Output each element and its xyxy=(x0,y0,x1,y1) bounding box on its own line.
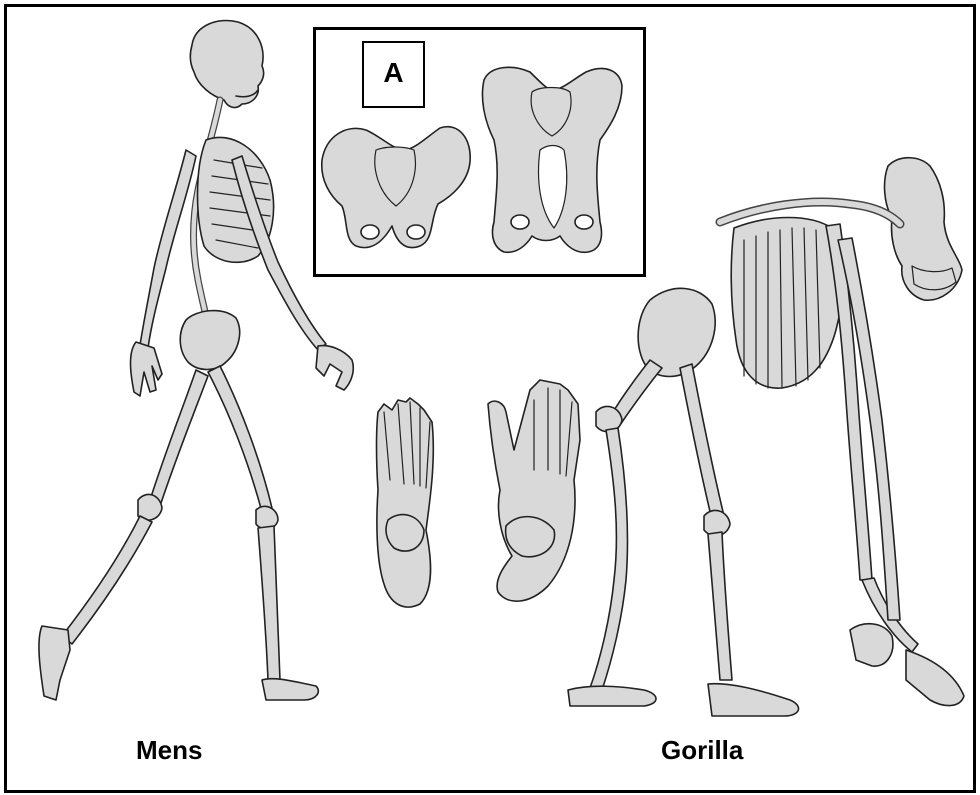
human-pelvis xyxy=(180,311,239,370)
gorilla-ribcage xyxy=(731,218,842,389)
human-hand-back xyxy=(131,342,163,396)
human-foot-back xyxy=(39,626,70,700)
human-hand-front xyxy=(316,346,353,390)
human-femur-back xyxy=(150,370,208,506)
gorilla-foot-front xyxy=(708,684,799,716)
inset-label: A xyxy=(364,57,423,89)
gorilla-shin-back xyxy=(590,428,628,690)
gorilla-hand-front xyxy=(906,650,964,706)
gorilla-hand-back xyxy=(850,624,893,666)
human-foot-front xyxy=(262,679,318,700)
human-skeleton xyxy=(39,21,353,700)
gorilla-foot-back xyxy=(568,686,656,706)
gorilla-shin-front xyxy=(708,532,732,680)
gorilla-knee-front xyxy=(704,510,730,535)
inset-label-box: A xyxy=(362,41,425,108)
gorilla-foot-detail xyxy=(488,380,580,601)
human-femur-front xyxy=(208,366,272,512)
gorilla-femur-front xyxy=(680,364,724,520)
human-shin-back xyxy=(62,516,152,644)
human-knee-front xyxy=(256,506,278,529)
gorilla-label: Gorilla xyxy=(661,735,743,766)
human-label: Mens xyxy=(136,735,202,766)
human-shin-front xyxy=(258,526,280,680)
human-foot-detail xyxy=(377,398,434,607)
